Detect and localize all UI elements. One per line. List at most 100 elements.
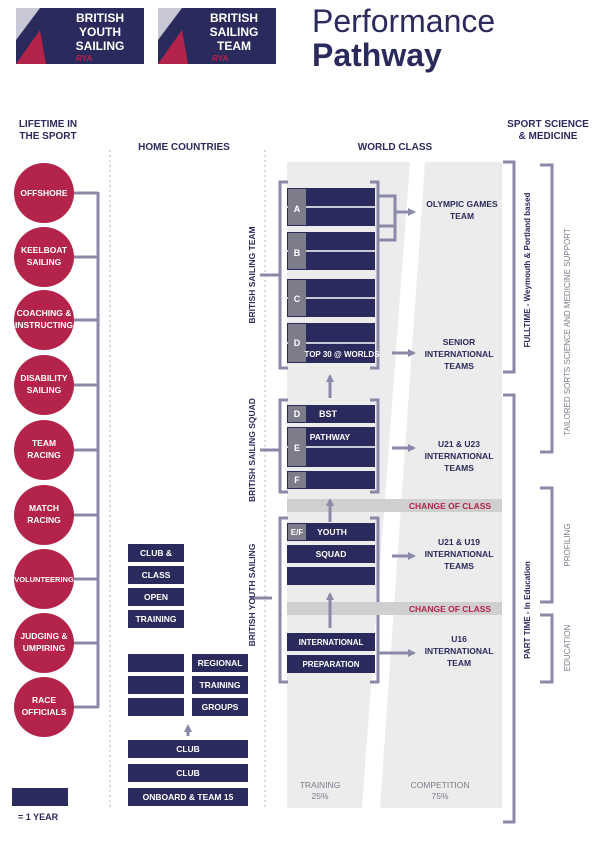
home-club-class-2: CLASS bbox=[142, 570, 171, 580]
squad-pathway: PATHWAY bbox=[310, 432, 351, 442]
logo-team-badge: RYA bbox=[212, 54, 228, 63]
header-world-class: WORLD CLASS bbox=[358, 142, 433, 153]
home-open-1: OPEN bbox=[144, 592, 168, 602]
label-british-sailing-team: BRITISH SAILING TEAM bbox=[247, 226, 257, 323]
team-block-b: B bbox=[294, 248, 301, 258]
outcome-u16-3: TEAM bbox=[447, 658, 471, 668]
youth-international: INTERNATIONAL bbox=[299, 638, 364, 647]
squad-block-d: D bbox=[294, 409, 301, 419]
circle-match-racing bbox=[14, 485, 74, 545]
circle-label-keelboat-2: SAILING bbox=[27, 257, 62, 267]
team-top30: TOP 30 @ WORLDS bbox=[304, 350, 380, 359]
ratio-competition-pct: 75% bbox=[431, 791, 448, 801]
circle-label-keelboat-1: KEELBOAT bbox=[21, 245, 68, 255]
legend-swatch bbox=[12, 788, 68, 806]
team-block-c: C bbox=[294, 294, 301, 304]
circle-race-officials bbox=[14, 677, 74, 737]
home-club-class-1: CLUB & bbox=[140, 548, 172, 558]
youth-preparation: PREPARATION bbox=[302, 660, 359, 669]
outcome-senior-1: SENIOR bbox=[443, 337, 476, 347]
circle-team-racing bbox=[14, 420, 74, 480]
home-onboard: ONBOARD & TEAM 15 bbox=[143, 792, 234, 802]
youth-squad: SQUAD bbox=[316, 549, 347, 559]
change-of-class-1: CHANGE OF CLASS bbox=[409, 501, 492, 511]
logo-youth-line3: SAILING bbox=[76, 39, 125, 53]
outcome-u21-u23-1: U21 & U23 bbox=[438, 439, 480, 449]
circle-label-team-2: RACING bbox=[27, 450, 61, 460]
squad-block-e: E bbox=[294, 443, 300, 453]
logo-team-line1: BRITISH bbox=[210, 11, 258, 25]
change-of-class-band-1 bbox=[287, 499, 502, 512]
header-sport-science-line1: SPORT SCIENCE bbox=[507, 119, 589, 130]
outcome-u16-1: U16 bbox=[451, 634, 467, 644]
circle-label-coaching-2: INSTRUCTING bbox=[15, 320, 73, 330]
outcome-u21-u19-2: INTERNATIONAL bbox=[425, 549, 494, 559]
british-youth-sailing-logo: BRITISH YOUTH SAILING RYA bbox=[16, 8, 144, 64]
squad-block-f: F bbox=[294, 475, 300, 485]
circle-disability bbox=[14, 355, 74, 415]
circle-volunteering bbox=[14, 549, 74, 609]
team-block-d: D bbox=[294, 338, 301, 348]
circle-label-volunteering-1: VOLUNTEERING bbox=[14, 575, 74, 584]
circle-label-team-1: TEAM bbox=[32, 438, 56, 448]
home-regional-2: TRAINING bbox=[199, 680, 240, 690]
home-open-2: TRAINING bbox=[135, 614, 176, 624]
home-regional-3: GROUPS bbox=[202, 702, 239, 712]
header-home-countries: HOME COUNTRIES bbox=[138, 142, 230, 153]
team-block-a: A bbox=[294, 204, 301, 214]
circle-keelboat bbox=[14, 227, 74, 287]
outcome-u21-u23-2: INTERNATIONAL bbox=[425, 451, 494, 461]
home-countries-blocks bbox=[128, 544, 248, 806]
outcome-u21-u19-1: U21 & U19 bbox=[438, 537, 480, 547]
squad-bst: BST bbox=[319, 409, 338, 419]
ratio-training-label: TRAINING bbox=[300, 780, 341, 790]
change-of-class-2: CHANGE OF CLASS bbox=[409, 604, 492, 614]
home-club-1: CLUB bbox=[176, 744, 200, 754]
label-tailored-support: TAILORED SORTS SCIENCE AND MEDICINE SUPP… bbox=[563, 228, 572, 436]
header-sport-science-line2: & MEDICINE bbox=[519, 131, 578, 142]
circle-label-judging-1: JUDGING & bbox=[20, 631, 67, 641]
logo-team-line2: SAILING bbox=[210, 25, 259, 39]
outcome-u21-u19-3: TEAMS bbox=[444, 561, 474, 571]
outcome-u21-u23-3: TEAMS bbox=[444, 463, 474, 473]
lifetime-circles bbox=[14, 163, 74, 737]
circle-label-offshore-1: OFFSHORE bbox=[20, 188, 68, 198]
youth-block-ef: E/F bbox=[291, 528, 304, 537]
header-lifetime-line1: LIFETIME IN bbox=[19, 119, 77, 130]
british-sailing-team-logo: BRITISH SAILING TEAM RYA bbox=[158, 8, 276, 64]
youth-youth: YOUTH bbox=[317, 527, 347, 537]
label-british-sailing-squad: BRITISH SAILING SQUAD bbox=[247, 398, 257, 502]
circle-label-match-2: RACING bbox=[27, 515, 61, 525]
title-performance: Performance bbox=[312, 3, 495, 39]
logo-team-line3: TEAM bbox=[217, 39, 251, 53]
circle-label-disability-1: DISABILITY bbox=[20, 373, 68, 383]
outcome-u16-2: INTERNATIONAL bbox=[425, 646, 494, 656]
british-youth-sailing-group bbox=[278, 516, 380, 684]
legend-label: = 1 YEAR bbox=[18, 812, 59, 822]
logo-youth-line1: BRITISH bbox=[76, 11, 124, 25]
header-lifetime-line2: THE SPORT bbox=[19, 131, 76, 142]
circle-judging bbox=[14, 613, 74, 673]
circle-label-judging-2: UMPIRING bbox=[23, 643, 66, 653]
home-regional-1: REGIONAL bbox=[198, 658, 243, 668]
label-profiling: PROFILING bbox=[563, 523, 572, 566]
title-pathway: Pathway bbox=[312, 37, 442, 73]
british-sailing-squad-group bbox=[278, 398, 380, 494]
circle-label-match-1: MATCH bbox=[29, 503, 59, 513]
label-education: EDUCATION bbox=[563, 625, 572, 672]
change-of-class-band-2 bbox=[287, 602, 502, 615]
home-club-2: CLUB bbox=[176, 768, 200, 778]
logo-youth-line2: YOUTH bbox=[79, 25, 121, 39]
circle-label-disability-2: SAILING bbox=[27, 385, 62, 395]
right-brackets bbox=[503, 160, 554, 824]
outcome-senior-2: INTERNATIONAL bbox=[425, 349, 494, 359]
circle-label-coaching-1: COACHING & bbox=[17, 308, 72, 318]
circle-coaching bbox=[14, 290, 74, 350]
outcome-olympic-1: OLYMPIC GAMES bbox=[426, 199, 498, 209]
ratio-competition-label: COMPETITION bbox=[410, 780, 469, 790]
label-british-youth-sailing: BRITISH YOUTH SAILING bbox=[247, 543, 257, 646]
lifetime-connectors bbox=[74, 191, 100, 709]
circle-label-race-2: OFFICIALS bbox=[22, 707, 67, 717]
